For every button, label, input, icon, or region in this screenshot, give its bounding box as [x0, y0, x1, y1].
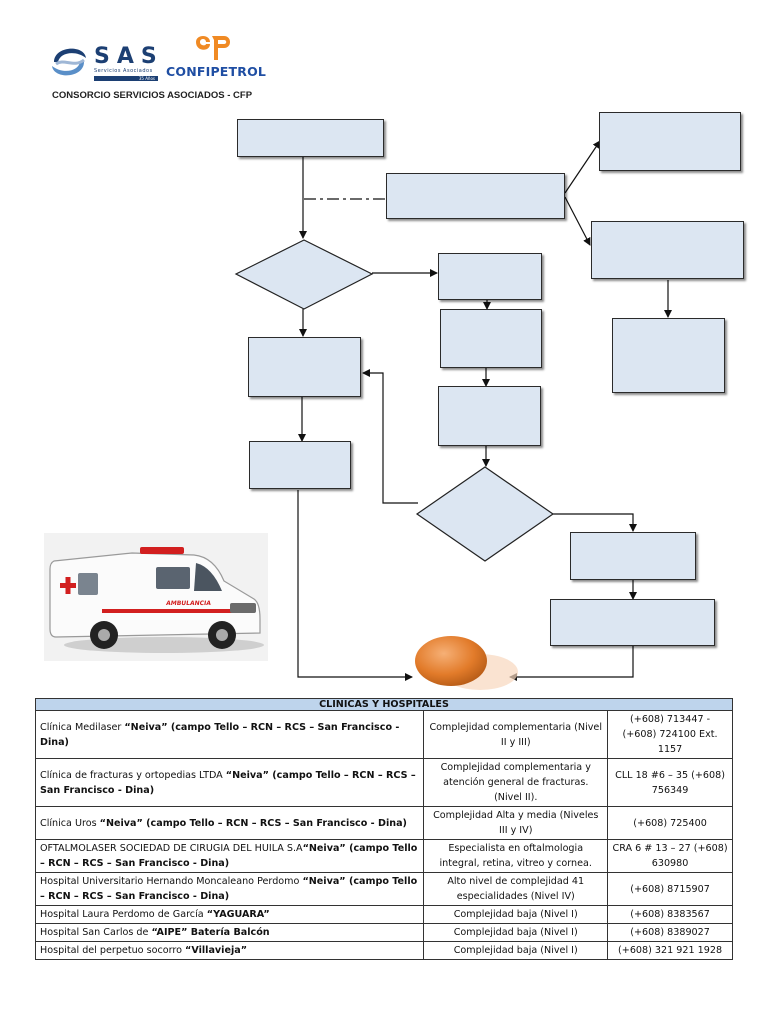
- sas-logo-badge: 35 Años: [94, 76, 158, 81]
- hospital-complexity: Complejidad complementaria y atención ge…: [423, 758, 609, 807]
- hospital-name: Hospital Universitario Hernando Moncalea…: [40, 876, 303, 887]
- hospital-contact: CRA 6 # 13 – 27 (+608) 630980: [607, 839, 733, 873]
- hospital-contact: (+608) 8389027: [607, 923, 733, 942]
- hospital-location: “Neiva” (campo Tello – RCN – RCS – San F…: [40, 721, 400, 748]
- flow-box-left-1: [248, 337, 361, 397]
- terminal-ellipse: [415, 636, 487, 686]
- flowchart-connectors: [234, 140, 672, 690]
- flow-box-right-top: [599, 112, 741, 171]
- confipetrol-logo-text: CONFIPETROL: [166, 64, 267, 79]
- hospital-contact: CLL 18 #6 – 35 (+608) 756349: [607, 758, 733, 807]
- hospital-contact: (+608) 725400: [607, 806, 733, 840]
- table-row: Hospital San Carlos de “AIPE” Batería Ba…: [34, 923, 733, 942]
- ambulance-image: AMBULANCIA: [44, 533, 268, 661]
- hospital-name: Hospital Laura Perdomo de García: [40, 909, 207, 920]
- table-row: Clínica de fracturas y ortopedias LTDA “…: [34, 758, 733, 807]
- flow-box-right-second: [591, 221, 744, 279]
- hospital-name: Hospital del perpetuo socorro: [40, 945, 186, 956]
- table-row: Clínica Medilaser “Neiva” (campo Tello –…: [34, 710, 733, 759]
- flow-box-lower-right-1: [570, 532, 696, 580]
- consortium-name: CONSORCIO SERVICIOS ASOCIADOS - CFP: [52, 90, 253, 101]
- hospital-contact: (+608) 321 921 1928: [607, 941, 733, 960]
- flow-box-right-bottom: [612, 318, 725, 393]
- hospital-location: “Neiva” (campo Tello – RCN – RCS – San F…: [40, 769, 416, 796]
- ambulance-label: AMBULANCIA: [166, 600, 212, 607]
- flow-box-left-2: [249, 441, 351, 489]
- hospital-name: Clínica Uros: [40, 817, 100, 829]
- decision-diamond-upper: [234, 239, 374, 310]
- hospital-complexity: Complejidad baja (Nivel I): [423, 941, 609, 960]
- sas-logo-subtitle: Servicios Asociados: [94, 68, 153, 74]
- sas-logo-text: SAS: [94, 44, 164, 69]
- hospital-contact: (+608) 713447 - (+608) 724100 Ext. 1157: [607, 710, 733, 759]
- table-row: Hospital del perpetuo socorro “Villaviej…: [34, 941, 733, 960]
- table-row: Clínica Uros “Neiva” (campo Tello – RCN …: [34, 806, 733, 840]
- hospital-location: “YAGUARA”: [206, 909, 270, 920]
- sas-logo-icon: [52, 48, 86, 76]
- table-row: Hospital Universitario Hernando Moncalea…: [34, 872, 733, 906]
- hospital-contact: (+608) 8715907: [607, 872, 733, 906]
- hospital-name: OFTALMOLASER SOCIEDAD DE CIRUGIA DEL HUI…: [40, 843, 303, 854]
- hospital-location: “Villavieja”: [185, 945, 248, 956]
- hospital-contact: (+608) 8383567: [607, 905, 733, 924]
- decision-diamond-lower: [415, 466, 555, 562]
- hospitals-table: CLINICAS Y HOSPITALES Clínica Medilaser …: [34, 698, 733, 960]
- table-title: CLINICAS Y HOSPITALES: [35, 698, 733, 711]
- hospital-complexity: Especialista en oftalmologia integral, r…: [423, 839, 609, 873]
- flow-box-center-1: [438, 253, 542, 300]
- flow-box-lower-right-2: [550, 599, 715, 646]
- hospital-name: Clínica Medilaser: [40, 721, 125, 733]
- confipetrol-logo-icon: [196, 36, 230, 60]
- table-row: OFTALMOLASER SOCIEDAD DE CIRUGIA DEL HUI…: [34, 839, 733, 873]
- hospital-location: “Neiva” (campo Tello – RCN – RCS – San F…: [99, 817, 407, 829]
- flow-box-center-3: [438, 386, 541, 446]
- flow-box-start: [237, 119, 384, 157]
- hospital-name: Hospital San Carlos de: [40, 927, 152, 938]
- hospital-complexity: Complejidad baja (Nivel I): [423, 923, 609, 942]
- flow-box-middle: [386, 173, 565, 219]
- hospital-complexity: Complejidad baja (Nivel I): [423, 905, 609, 924]
- hospital-name: Clínica de fracturas y ortopedias LTDA: [40, 769, 226, 781]
- hospital-location: “Neiva” (campo Tello – RCN – RCS – San F…: [40, 843, 418, 869]
- hospital-complexity: Complejidad complementaria (Nivel II y I…: [423, 710, 609, 759]
- flow-box-center-2: [440, 309, 542, 368]
- hospital-location: “Neiva” (campo Tello – RCN – RCS – San F…: [40, 876, 418, 902]
- hospital-complexity: Complejidad Alta y media (Niveles III y …: [423, 806, 609, 840]
- hospital-complexity: Alto nivel de complejidad 41 especialida…: [423, 872, 609, 906]
- hospital-location: “AIPE” Batería Balcón: [151, 927, 270, 938]
- table-row: Hospital Laura Perdomo de García “YAGUAR…: [34, 905, 733, 924]
